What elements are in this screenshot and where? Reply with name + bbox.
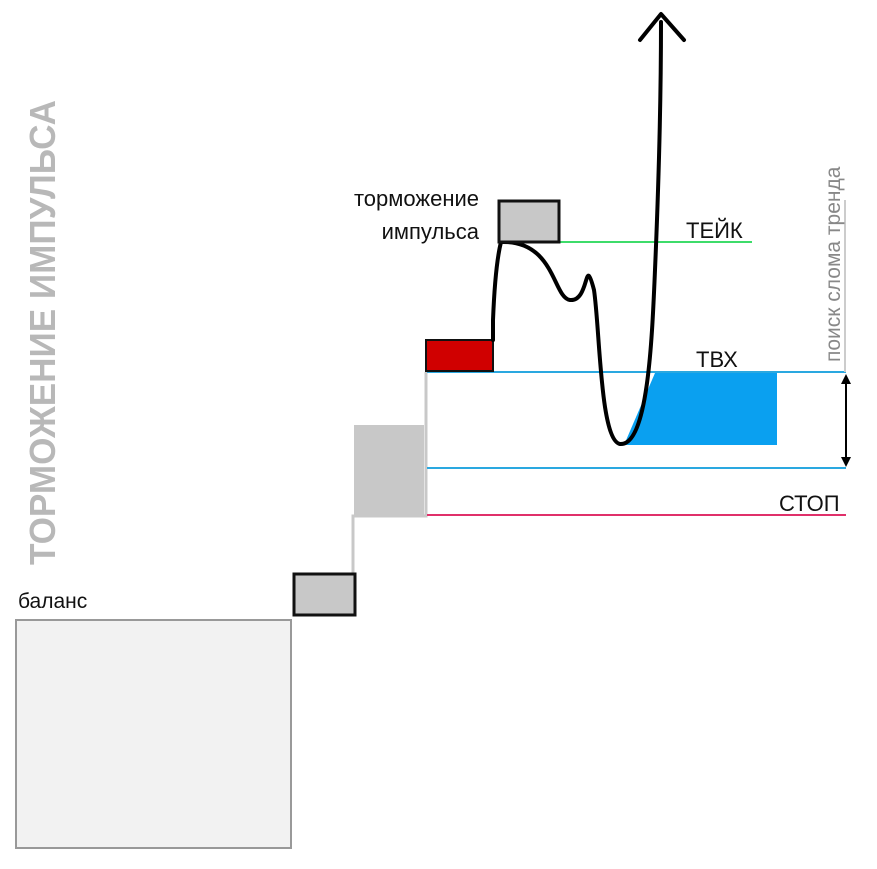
balance-label: баланс (18, 590, 87, 613)
vertical-title: ТОРМОЖЕНИЕ ИМПУЛЬСА (22, 100, 63, 565)
double-arrow-icon (841, 374, 851, 467)
trend-break-search-label: поиск слома тренда (822, 166, 845, 362)
stop-label: СТОП (779, 491, 840, 516)
impulse-block (425, 339, 494, 372)
arrow-up-icon (638, 12, 686, 42)
gray-block-lower (292, 572, 357, 617)
braking-block (497, 199, 561, 244)
price-path (491, 20, 663, 447)
balance-box (15, 619, 292, 849)
entry-zone (655, 373, 777, 445)
impulse-braking-label-line1: торможение (354, 186, 479, 211)
step-connector-line (351, 372, 428, 574)
impulse-braking-label-line2: импульса (382, 219, 480, 244)
gray-block-middle (354, 425, 424, 515)
entry-zone-slope (624, 373, 655, 445)
take-label: ТЕЙК (686, 218, 743, 243)
entry-label: ТВХ (696, 347, 738, 372)
